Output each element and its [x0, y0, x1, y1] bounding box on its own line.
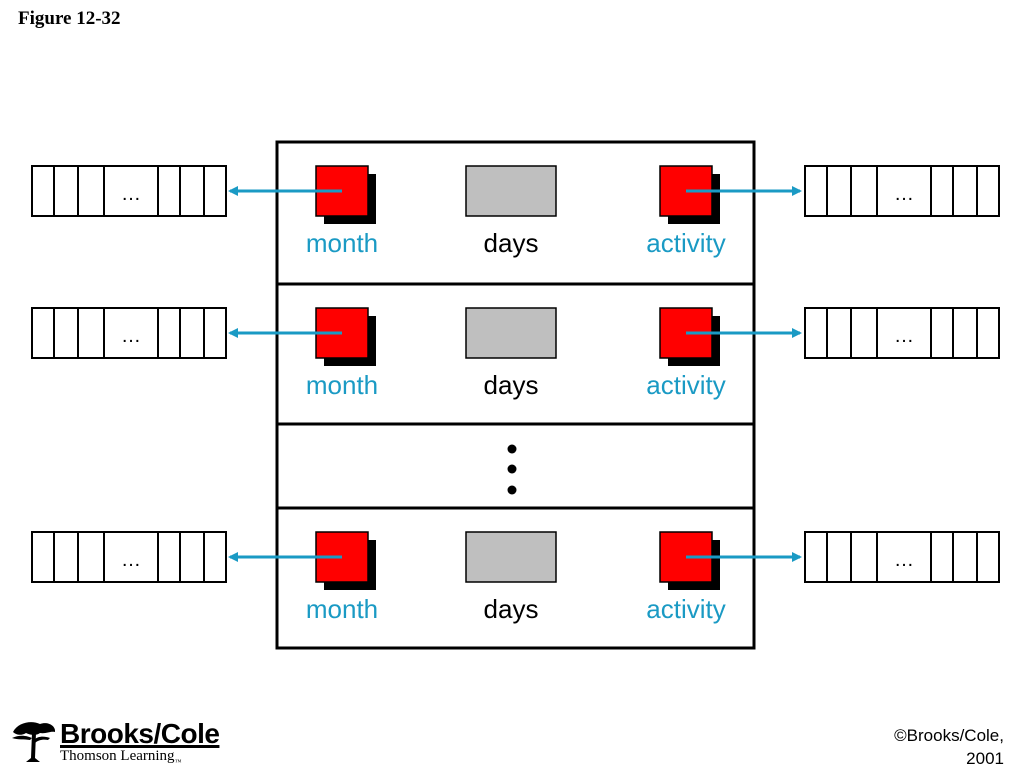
vertical-ellipsis-dot — [507, 444, 517, 454]
month-label: month — [306, 594, 378, 624]
activity-label: activity — [646, 594, 725, 624]
month-label: month — [306, 228, 378, 258]
array-outline — [804, 531, 1000, 583]
structure-array-box — [275, 140, 756, 650]
figure-title: Figure 12-32 — [18, 8, 121, 29]
month-array: … — [31, 531, 227, 583]
array-outline — [804, 307, 1000, 359]
tree-icon — [12, 722, 56, 762]
days-field — [465, 531, 557, 583]
month-pointer-box — [315, 531, 376, 590]
vertical-ellipsis-dot — [507, 485, 517, 495]
activity-pointer-box — [659, 165, 720, 224]
month-label: month — [306, 370, 378, 400]
activity-array: … — [804, 531, 1000, 583]
array-ellipsis: … — [894, 183, 914, 205]
array-outline — [31, 307, 227, 359]
activity-label: activity — [646, 228, 725, 258]
activity-array: … — [804, 165, 1000, 217]
month-pointer-box — [315, 307, 376, 366]
array-outline — [31, 531, 227, 583]
activity-pointer-box — [659, 531, 720, 590]
logo-name: Brooks/Cole — [60, 718, 220, 749]
copyright-notice: ©Brooks/Cole, 2001 — [894, 724, 1004, 770]
brooks-cole-logo: Brooks/Cole Thomson Learning™ — [10, 716, 250, 766]
copyright-line-2: 2001 — [966, 749, 1004, 768]
vertical-ellipsis-dot — [507, 464, 517, 474]
array-outline — [804, 165, 1000, 217]
activity-pointer-box — [659, 307, 720, 366]
array-outline — [31, 165, 227, 217]
month-array: … — [31, 307, 227, 359]
pointer-field — [315, 165, 369, 217]
logo-subtitle: Thomson Learning™ — [60, 748, 182, 766]
month-pointer-box — [315, 165, 376, 224]
copyright-line-1: ©Brooks/Cole, — [894, 726, 1004, 745]
month-array: … — [31, 165, 227, 217]
days-field — [465, 165, 557, 217]
days-field — [465, 307, 557, 359]
array-ellipsis: … — [894, 549, 914, 571]
days-label: days — [484, 228, 539, 258]
array-ellipsis: … — [121, 183, 141, 205]
days-label: days — [484, 370, 539, 400]
array-ellipsis: … — [121, 325, 141, 347]
activity-label: activity — [646, 370, 725, 400]
array-ellipsis: … — [121, 549, 141, 571]
days-label: days — [484, 594, 539, 624]
activity-array: … — [804, 307, 1000, 359]
array-ellipsis: … — [894, 325, 914, 347]
